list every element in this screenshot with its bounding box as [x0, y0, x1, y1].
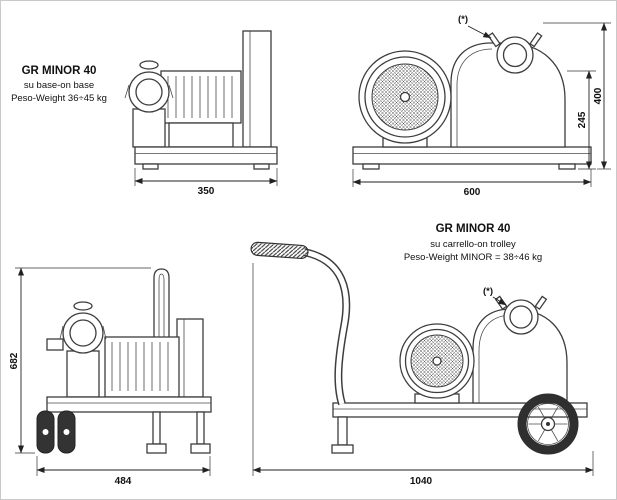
dim-245-label: 245: [577, 111, 588, 128]
base-plate: [352, 146, 592, 165]
trolley-subtitle: su carrello-on trolley: [430, 239, 516, 250]
dim-484-label: 484: [115, 476, 132, 487]
dim-350: 350: [134, 168, 278, 197]
wheel: [517, 393, 579, 455]
motor-body: [104, 336, 180, 398]
handle-front: [153, 268, 170, 397]
wheel-spokes: [528, 406, 568, 442]
base-title: GR MINOR 40: [22, 65, 97, 77]
star-annotation-trolley: (*): [483, 286, 493, 297]
support-foot: [146, 443, 167, 454]
support-leg: [196, 411, 205, 445]
support-foot: [190, 443, 211, 454]
dim-1040-label: 1040: [410, 476, 433, 487]
base-foot: [362, 163, 380, 170]
base-weight: Peso-Weight 36÷45 kg: [11, 93, 107, 104]
dim-600-label: 600: [464, 187, 481, 198]
handle-grip: [250, 241, 309, 260]
trolley-frame: [332, 402, 588, 418]
suction-port: [496, 36, 534, 74]
trolley-front-view: [36, 268, 212, 454]
lid-clamps: [124, 84, 174, 99]
base-foot: [253, 163, 270, 170]
wheel-hub: [63, 429, 70, 435]
motor-base-block: [168, 122, 234, 148]
trolley-annotation: (*): [483, 286, 507, 306]
trolley-side-view: [250, 241, 588, 455]
base-subtitle: su base-on base: [24, 80, 94, 91]
base-foot: [142, 163, 159, 170]
trolley-weight: Peso-Weight MINOR = 38÷46 kg: [404, 252, 542, 263]
pump-lid: [62, 312, 104, 354]
wing-nut: [534, 295, 548, 311]
support-leg: [152, 411, 161, 445]
lid-knob: [139, 60, 159, 70]
outlet-spout: [46, 338, 64, 351]
dim-682: 682: [9, 267, 151, 454]
pump-lid: [128, 71, 170, 113]
pump-body: [132, 108, 166, 148]
annotation-arrow: [467, 25, 492, 39]
dim-484: 484: [36, 456, 211, 487]
front-leg: [337, 416, 348, 446]
base-plate: [134, 146, 278, 165]
trolley-frame: [46, 396, 212, 413]
trolley-version-title-block: GR MINOR 40 su carrello-on trolley Peso-…: [404, 223, 542, 263]
motor-hub: [399, 91, 411, 103]
star-annotation-base: (*): [458, 14, 468, 25]
annotation-arrow: [492, 296, 507, 306]
base-front-view: [124, 30, 278, 170]
dim-400: 400: [543, 22, 611, 170]
front-foot: [331, 444, 354, 454]
pump-body: [66, 350, 100, 398]
dim-682-label: 682: [9, 352, 20, 369]
guard-plate: [176, 318, 204, 398]
dim-1040: 1040: [252, 263, 594, 487]
dim-350-label: 350: [198, 186, 215, 197]
base-side-view: [352, 32, 592, 170]
motor-hub: [432, 356, 442, 366]
guard-plate: [242, 30, 272, 148]
dim-400-label: 400: [593, 87, 604, 104]
base-version-title-block: GR MINOR 40 su base-on base Peso-Weight …: [11, 65, 107, 104]
trolley-title: GR MINOR 40: [436, 223, 511, 235]
lid-clamps: [59, 325, 107, 340]
suction-port: [503, 299, 539, 335]
wing-nut: [529, 32, 543, 48]
base-annotation: (*): [458, 14, 492, 39]
base-foot: [558, 163, 576, 170]
wing-nut: [494, 295, 508, 311]
dim-245: 245: [567, 70, 596, 170]
tire: [517, 393, 579, 455]
lid-knob: [73, 301, 93, 311]
motor-fins: [111, 342, 169, 391]
dim-600: 600: [352, 169, 592, 198]
wheel-hub: [42, 429, 49, 435]
